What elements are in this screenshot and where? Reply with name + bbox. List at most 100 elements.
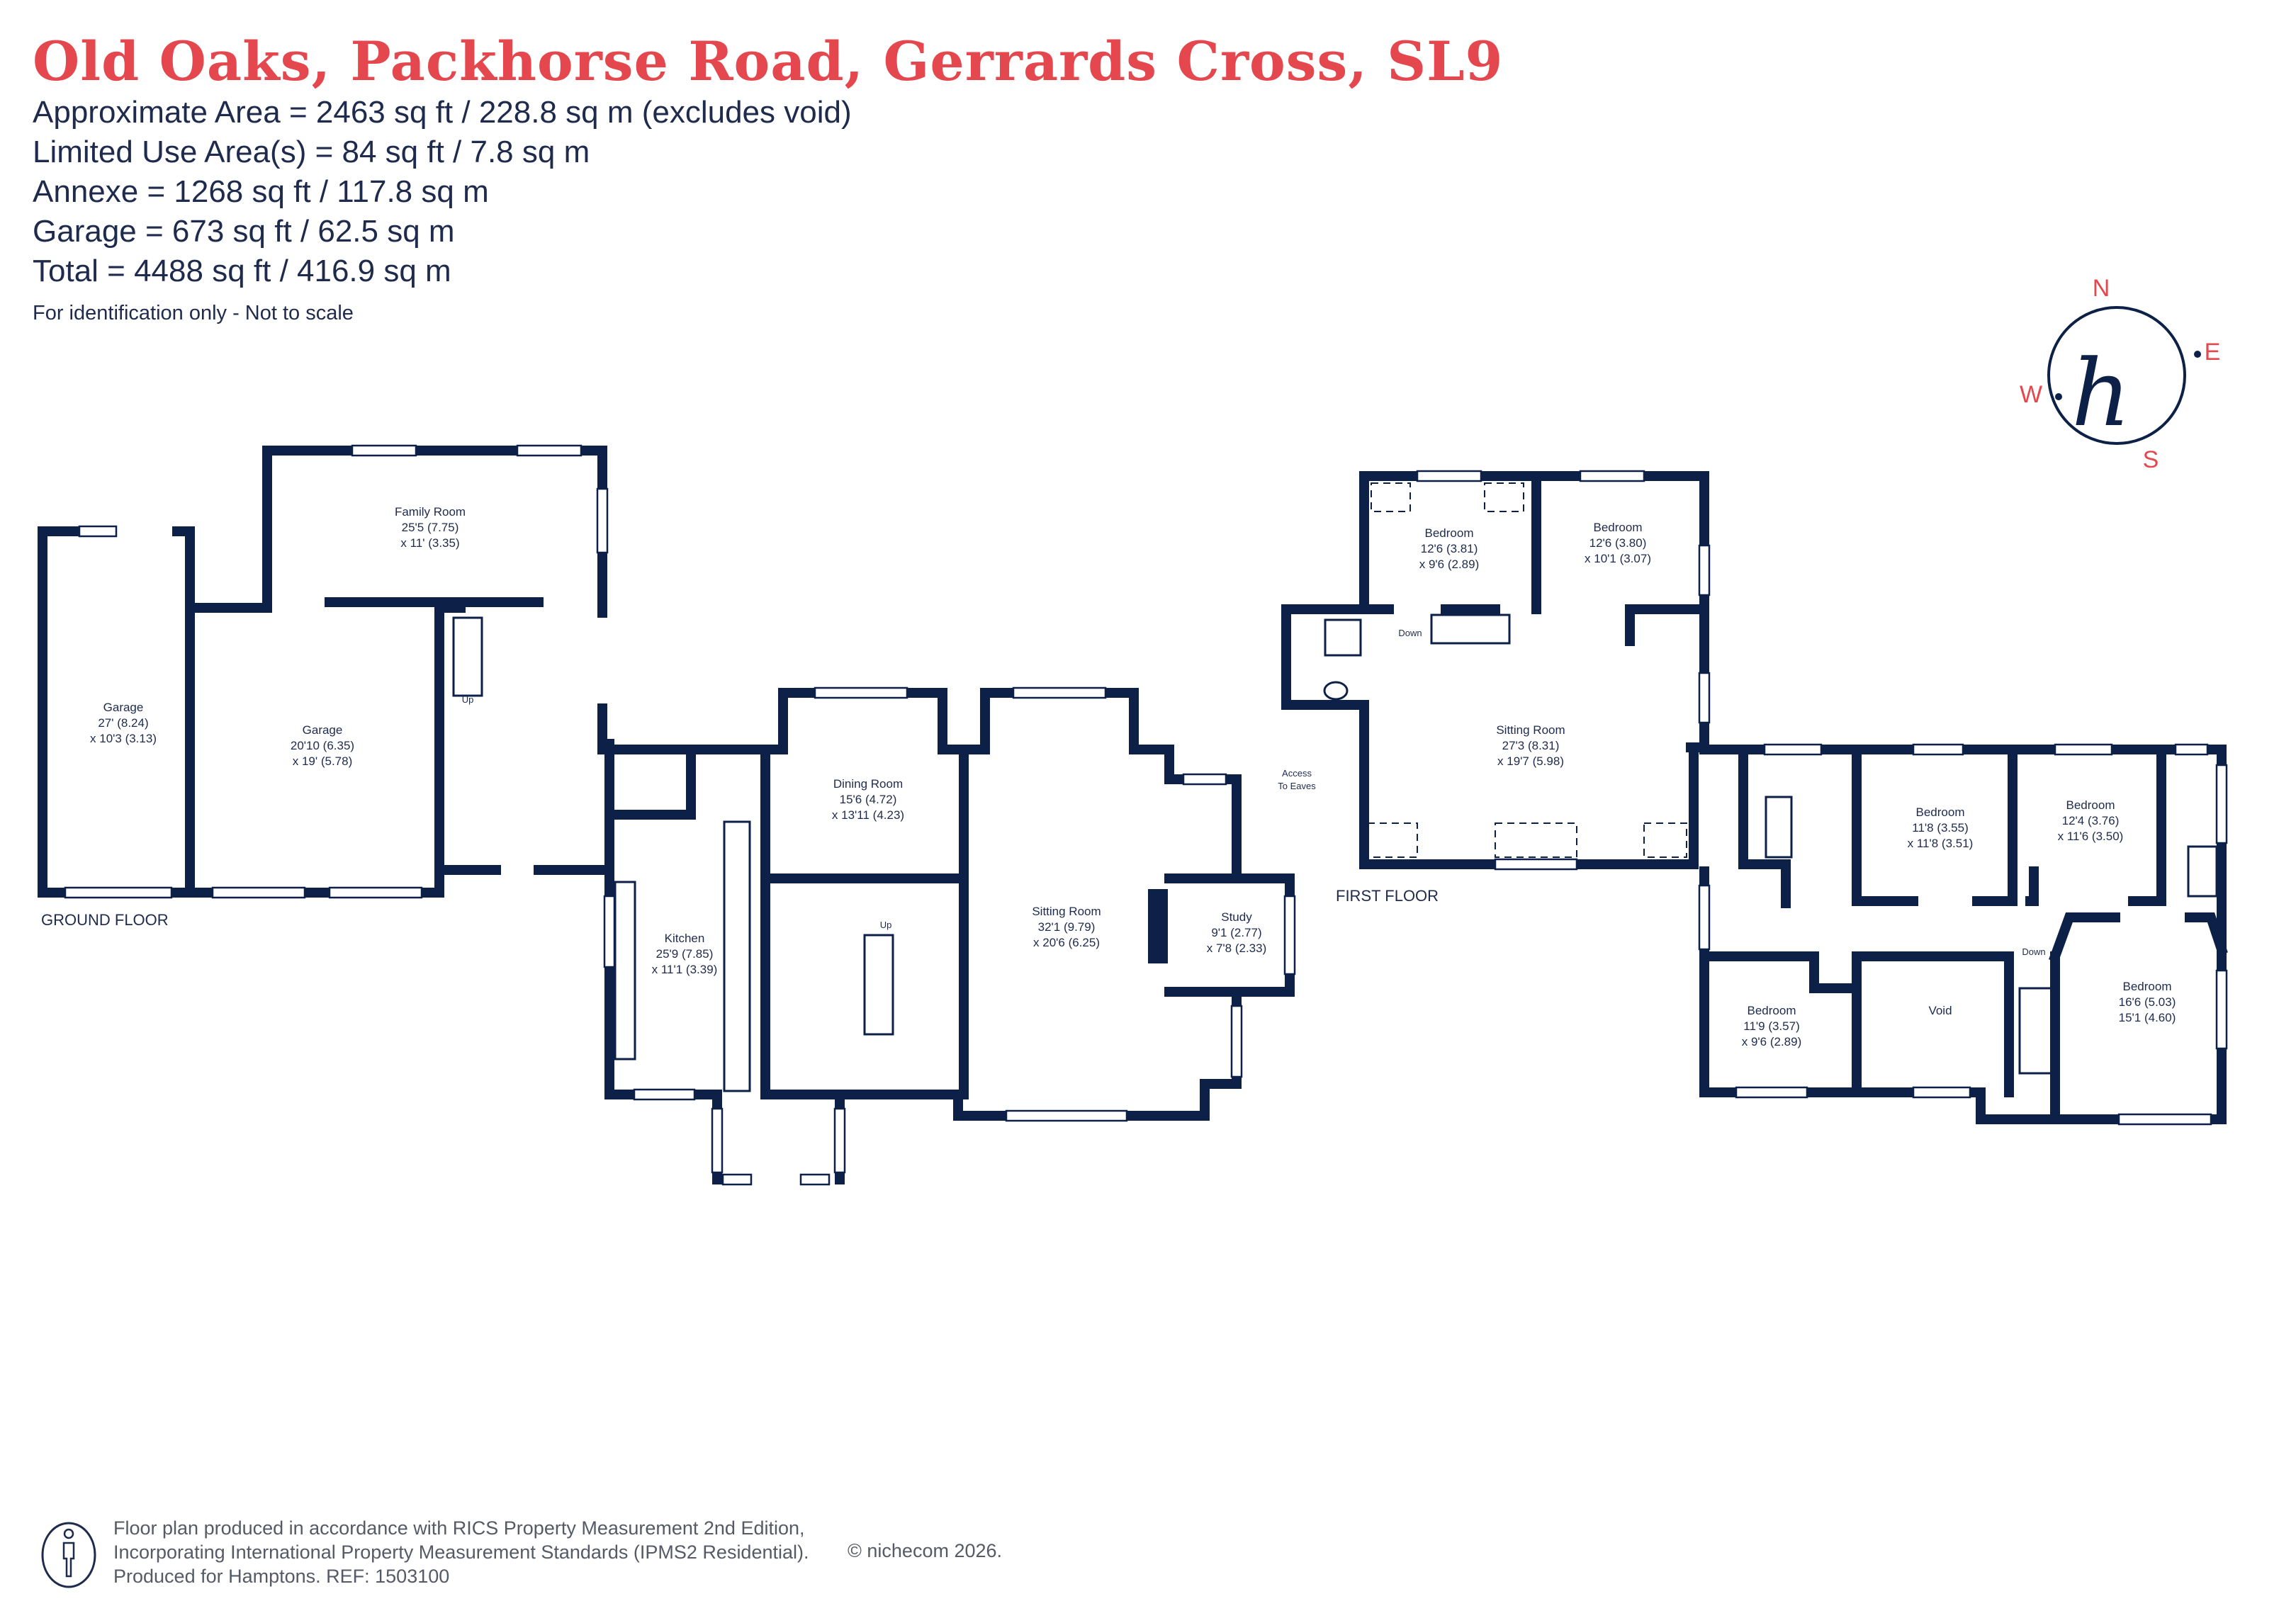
garage-1-dim1: 27' (8.24)	[98, 716, 148, 730]
fireplace	[1148, 889, 1168, 963]
annexe-window-5	[2215, 764, 2228, 844]
bathtub	[1765, 796, 1793, 859]
compass: h N E S W	[2020, 275, 2220, 473]
kitchen-window-2	[633, 1088, 696, 1101]
porch-walls	[712, 1090, 845, 1184]
bathroom-1-wall	[1738, 745, 1791, 908]
annexe-area: Annexe = 1268 sq ft / 117.8 sq m	[33, 174, 489, 209]
bedroom-4-left-wall	[2008, 745, 2039, 906]
kitchen-name: Kitchen	[665, 932, 705, 945]
eaves-marker-5	[1643, 822, 1687, 858]
annexe-window-3	[2054, 743, 2113, 756]
bedroom-4-dim2: x 11'6 (3.50)	[2058, 830, 2124, 843]
porch-window-2	[833, 1107, 846, 1174]
bedroom-4-dim1: 12'4 (3.76)	[2062, 814, 2120, 827]
stairs-down-annexe	[2018, 987, 2053, 1075]
bedroom-5-dim2: x 9'6 (2.89)	[1742, 1035, 1802, 1048]
family-room-window-3	[596, 487, 609, 554]
page-title: Old Oaks, Packhorse Road, Gerrards Cross…	[33, 30, 1504, 93]
wardrobe-wall	[1625, 604, 1709, 646]
garage-1-name: Garage	[103, 701, 144, 714]
identification-note: For identification only - Not to scale	[33, 302, 354, 324]
bedroom-5-name: Bedroom	[1748, 1004, 1796, 1017]
sitting-window-3	[1005, 1109, 1128, 1122]
copyright: © nichecom 2026.	[848, 1540, 1003, 1561]
bedroom-6-name: Bedroom	[2123, 980, 2172, 993]
boot-room-walls	[597, 703, 696, 820]
porch-window-3	[721, 1173, 753, 1186]
bedroom-1-window	[1416, 470, 1482, 482]
family-room-name: Family Room	[395, 505, 466, 519]
garage-2-door-2	[328, 886, 423, 899]
shower-tray	[1324, 618, 1362, 657]
study-dim1: 9'1 (2.77)	[1211, 926, 1261, 939]
shower-annexe	[2187, 845, 2218, 898]
bedroom-4-ensuite-wall	[2128, 745, 2166, 906]
bedroom-5-dim1: 11'9 (3.57)	[1743, 1019, 1799, 1033]
sitting-room-first-dim2: x 19'7 (5.98)	[1497, 754, 1564, 768]
family-room-dim1: 25'5 (7.75)	[402, 521, 459, 534]
total-area: Total = 4488 sq ft / 416.9 sq m	[33, 254, 451, 288]
bedroom-6-dim2: 15'1 (4.60)	[2119, 1011, 2176, 1024]
dining-room-name: Dining Room	[833, 777, 903, 791]
eaves-marker-1	[1371, 482, 1411, 512]
footer-notes: Floor plan produced in accordance with R…	[113, 1516, 809, 1588]
sitting-room-ground-dim2: x 20'6 (6.25)	[1033, 936, 1100, 949]
dining-room-dim2: x 13'11 (4.23)	[832, 808, 904, 822]
footer-line-1: Floor plan produced in accordance with R…	[113, 1517, 805, 1539]
bedroom-2-dim2: x 10'1 (3.07)	[1585, 552, 1651, 565]
void-walls	[1852, 951, 2014, 1097]
sitting-window-1	[1012, 686, 1107, 699]
compass-north: N	[2093, 275, 2110, 302]
sitting-room-ground-dim1: 32'1 (9.79)	[1038, 920, 1096, 934]
family-room-dim2: x 11' (3.35)	[400, 536, 459, 550]
eaves-marker-3	[1367, 822, 1418, 858]
hamptons-logo: h	[2071, 339, 2131, 447]
annexe-window-8	[1735, 1086, 1808, 1099]
dining-window	[814, 686, 908, 699]
compass-tick-w	[2055, 393, 2062, 400]
stairs-1	[452, 616, 483, 697]
first-floor-label: FIRST FLOOR	[1336, 887, 1439, 905]
bedroom-2-name: Bedroom	[1594, 521, 1643, 534]
annexe-window-6	[2215, 969, 2228, 1050]
garage-1-door	[64, 886, 173, 899]
access-eaves-label-1: Access	[1282, 768, 1312, 779]
annexe-window-1	[1763, 743, 1823, 756]
study-name: Study	[1221, 910, 1252, 924]
bedroom-3-dim2: x 11'8 (3.51)	[1908, 837, 1974, 850]
annexe-window-7	[2117, 1113, 2212, 1126]
hall-walls	[434, 739, 614, 875]
bedroom-4-name: Bedroom	[2066, 798, 2115, 812]
eaves-marker-4	[1495, 822, 1577, 858]
study-window	[1283, 895, 1296, 976]
family-room-partition	[185, 597, 544, 613]
sitting-first-window-side	[1698, 672, 1711, 724]
bedroom-2-window	[1579, 470, 1645, 482]
sitting-first-window	[1494, 858, 1578, 871]
limited-use-area: Limited Use Area(s) = 84 sq ft / 7.8 sq …	[33, 135, 590, 169]
basin	[1323, 681, 1349, 701]
stairs-down-label-2: Down	[2022, 946, 2045, 957]
stairs-up-label-1: Up	[462, 694, 474, 705]
garage-2-walls	[185, 603, 466, 898]
person-scale-icon	[41, 1522, 96, 1588]
stairs-2	[863, 934, 894, 1036]
bedroom-1-dim1: 12'6 (3.81)	[1421, 542, 1478, 555]
kitchen-dim1: 25'9 (7.85)	[656, 947, 714, 961]
annexe-window-10	[1698, 884, 1711, 951]
kitchen-inner-wall	[686, 745, 770, 1099]
family-room-window-2	[516, 444, 583, 457]
bedroom-1-name: Bedroom	[1425, 526, 1474, 540]
compass-west: W	[2020, 381, 2042, 408]
compass-south: S	[2143, 446, 2159, 473]
kitchen-counter	[614, 881, 636, 1061]
compass-ring	[2047, 306, 2186, 445]
bedroom-2-side-window	[1698, 544, 1711, 596]
bedroom-1-dim2: x 9'6 (2.89)	[1419, 558, 1480, 571]
dining-room-dim1: 15'6 (4.72)	[840, 793, 897, 806]
dining-lower-walls	[760, 873, 969, 1099]
sitting-first-walls	[1281, 604, 1699, 869]
stairs-down-first	[1430, 613, 1511, 645]
